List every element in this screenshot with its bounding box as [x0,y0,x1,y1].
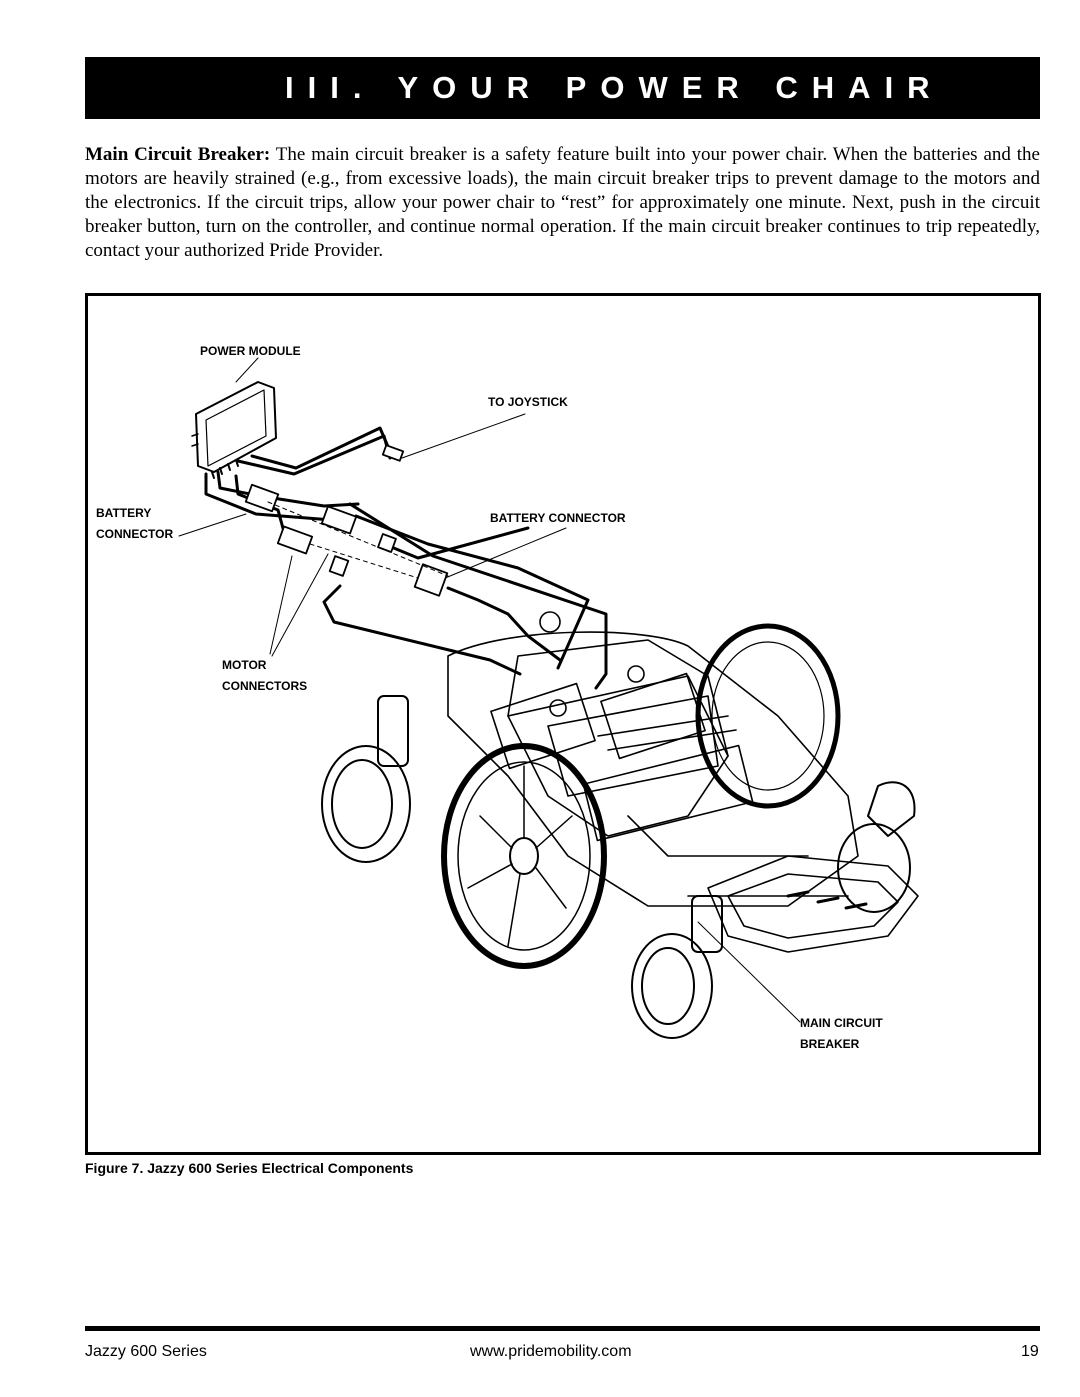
section-title-banner: III. YOUR POWER CHAIR [85,57,1040,119]
footer-rule [85,1326,1040,1331]
drive-wheel-drawing [441,743,607,969]
power-module-drawing [191,381,277,479]
paragraph-lead: Main Circuit Breaker: [85,144,271,165]
page-number: 19 [1021,1343,1039,1360]
section-title: III. YOUR POWER CHAIR [285,70,944,105]
label-main-circuit-breaker: MAIN CIRCUIT BREAKER [800,1016,883,1051]
electrical-components-illustration [178,357,919,1039]
label-battery-connector-left: BATTERY CONNECTOR [96,506,174,541]
paragraph-text: The main circuit breaker is a safety fea… [85,144,1040,261]
figure-caption: Figure 7. Jazzy 600 Series Electrical Co… [85,1160,414,1176]
label-motor-connectors: MOTOR CONNECTORS [222,658,308,693]
label-battery-connector-right: BATTERY CONNECTOR [490,511,626,525]
figure-frame: POWER MODULE TO JOYSTICK BATTERY CONNECT… [85,293,1041,1155]
main-circuit-breaker-paragraph: Main Circuit Breaker: The main circuit b… [85,143,1040,263]
label-power-module: POWER MODULE [200,344,301,358]
footer-website: www.pridemobility.com [470,1343,632,1360]
caster-wheels-drawing [321,695,916,1039]
label-to-joystick: TO JOYSTICK [488,395,568,409]
footer-product-name: Jazzy 600 Series [85,1343,207,1360]
